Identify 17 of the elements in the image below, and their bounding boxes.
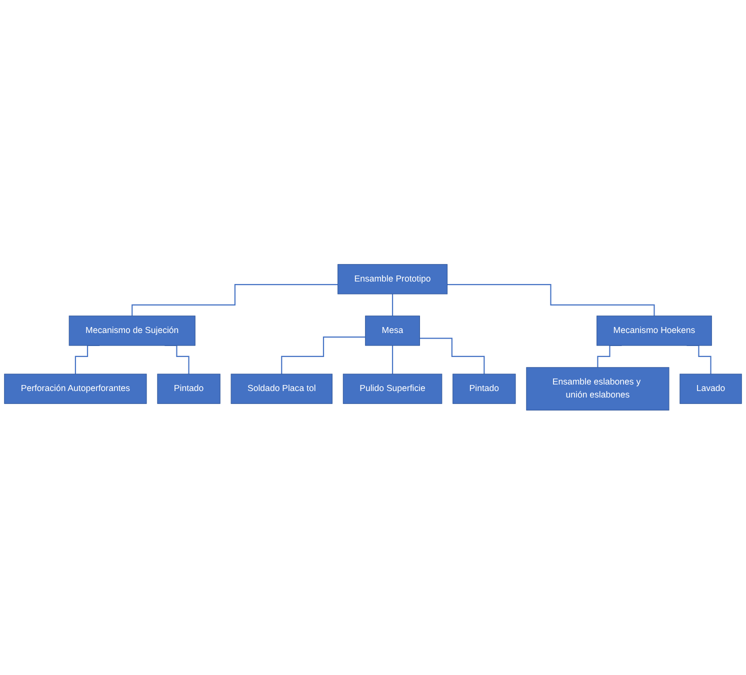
node-box: Perforación Autoperforantes [4, 374, 147, 404]
connector [447, 284, 655, 317]
node-box: Mesa [365, 316, 420, 346]
node-box: Mecanismo de Sujeción [68, 316, 196, 346]
node-box: Mecanismo Hoekens [596, 316, 712, 346]
connector [420, 338, 485, 375]
node-box: Pintado [452, 374, 516, 404]
connector [132, 284, 338, 317]
connector [392, 345, 394, 375]
node-box: Pulido Superficie [342, 374, 442, 404]
node-box: Ensamble eslabones y unión eslabones [526, 367, 670, 411]
connector [281, 336, 366, 375]
connector [392, 294, 394, 317]
node-box: Ensamble Prototipo [338, 264, 448, 294]
node-box: Lavado [680, 374, 742, 404]
node-box: Soldado Placa tol [230, 374, 332, 404]
node-box: Pintado [157, 374, 220, 404]
